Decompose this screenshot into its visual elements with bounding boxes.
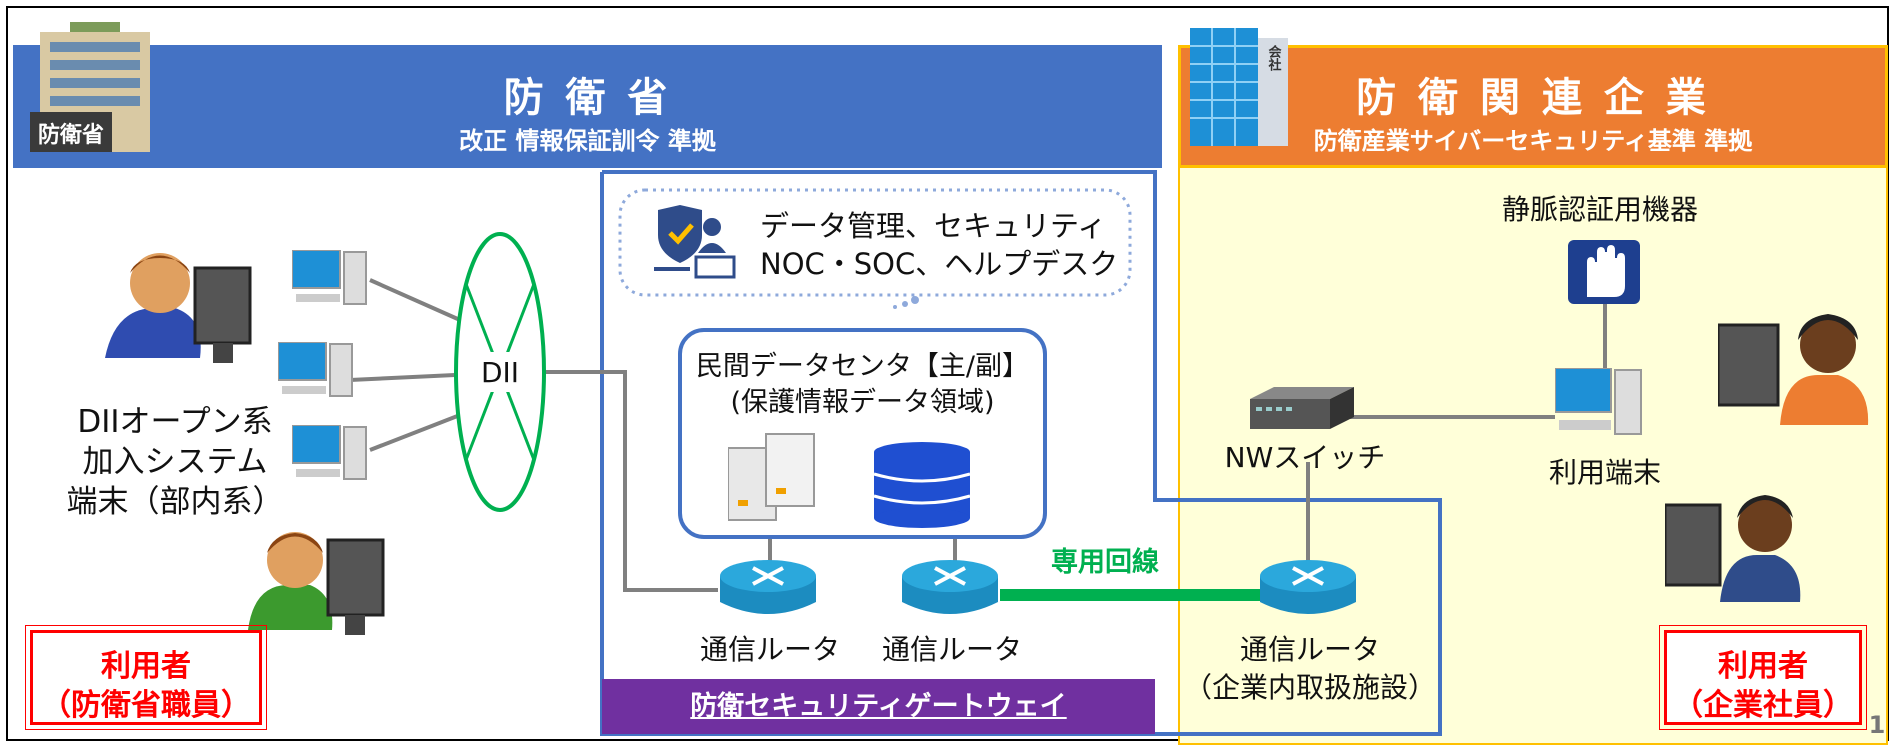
- user-mod-line1: 利用者: [101, 649, 191, 684]
- user-company-line2: （企業社員）: [1673, 688, 1853, 723]
- router3-sublabel: （企業内取扱施設）: [1183, 671, 1436, 704]
- operator-icon: [654, 205, 736, 279]
- dii-terminal-line2: 加入システム: [82, 444, 268, 480]
- vein-scanner-icon: [1568, 240, 1640, 304]
- ops-line1: データ管理、セキュリティ: [760, 209, 1107, 243]
- dedicated-line-label: 専用回線: [1051, 547, 1159, 578]
- dii-label: DII: [480, 356, 520, 389]
- person-navy-icon: [1665, 495, 1801, 602]
- pc-icon: [292, 425, 367, 480]
- company-subtitle: 防衛産業サイバーセキュリティ基準 準拠: [1313, 127, 1753, 155]
- company-building-icon: 会社: [1190, 28, 1288, 146]
- company-header: 防 衛 関 連 企 業 防衛産業サイバーセキュリティ基準 準拠: [1178, 45, 1888, 168]
- mod-header: 防 衛 省 改正 情報保証訓令 準拠: [13, 45, 1162, 168]
- datacenter-line2: (保護情報データ領域): [730, 387, 995, 418]
- datacenter-line1: 民間データセンタ【主/副】: [695, 351, 1030, 382]
- mod-title: 防 衛 省: [503, 75, 672, 121]
- user-company-line1: 利用者: [1718, 649, 1808, 684]
- user-company-box: 利用者 （企業社員）: [1659, 625, 1867, 730]
- user-mod-line2: （防衛省職員）: [41, 688, 251, 723]
- user-mod-box: 利用者 （防衛省職員）: [25, 625, 267, 730]
- mod-building-sign: 防衛省: [38, 122, 104, 148]
- router-icon: [1260, 560, 1356, 614]
- page-number: 1: [1868, 711, 1886, 739]
- person-orange-icon: [1718, 314, 1869, 425]
- vein-device-label: 静脈認証用機器: [1501, 193, 1698, 226]
- outer-frame: [6, 6, 1889, 741]
- gateway-boundary: [600, 170, 1442, 736]
- person-green-icon: [248, 532, 385, 635]
- database-icon: [873, 442, 971, 528]
- router-icon: [902, 560, 998, 614]
- dii-terminal-line3: 端末（部内系）: [66, 484, 284, 520]
- server-icon: [728, 433, 815, 521]
- router3-label: 通信ルータ: [1239, 633, 1380, 666]
- router2-label: 通信ルータ: [881, 633, 1022, 666]
- mod-building-icon: 防衛省: [30, 22, 150, 152]
- nw-switch-icon: [1250, 387, 1354, 429]
- mod-subtitle: 改正 情報保証訓令 準拠: [459, 127, 716, 155]
- company-building-sign: 会社: [1266, 44, 1283, 71]
- ops-line2: NOC・SOC、ヘルプデスク: [760, 247, 1119, 281]
- pc-icon: [278, 342, 353, 397]
- user-terminal-icon: [1555, 368, 1642, 435]
- nw-switch-label: NWスイッチ: [1224, 441, 1386, 474]
- company-title: 防 衛 関 連 企 業: [1356, 75, 1710, 121]
- router1-label: 通信ルータ: [699, 633, 840, 666]
- gateway-label: 防衛セキュリティゲートウェイ: [602, 679, 1155, 734]
- user-terminal-label: 利用端末: [1548, 456, 1661, 489]
- router-icon: [720, 560, 816, 614]
- dii-terminal-line1: DIIオープン系: [77, 404, 273, 440]
- person-blue-icon: [105, 253, 252, 363]
- pc-icon: [292, 250, 367, 305]
- ops-bubble-outline: [618, 188, 1132, 297]
